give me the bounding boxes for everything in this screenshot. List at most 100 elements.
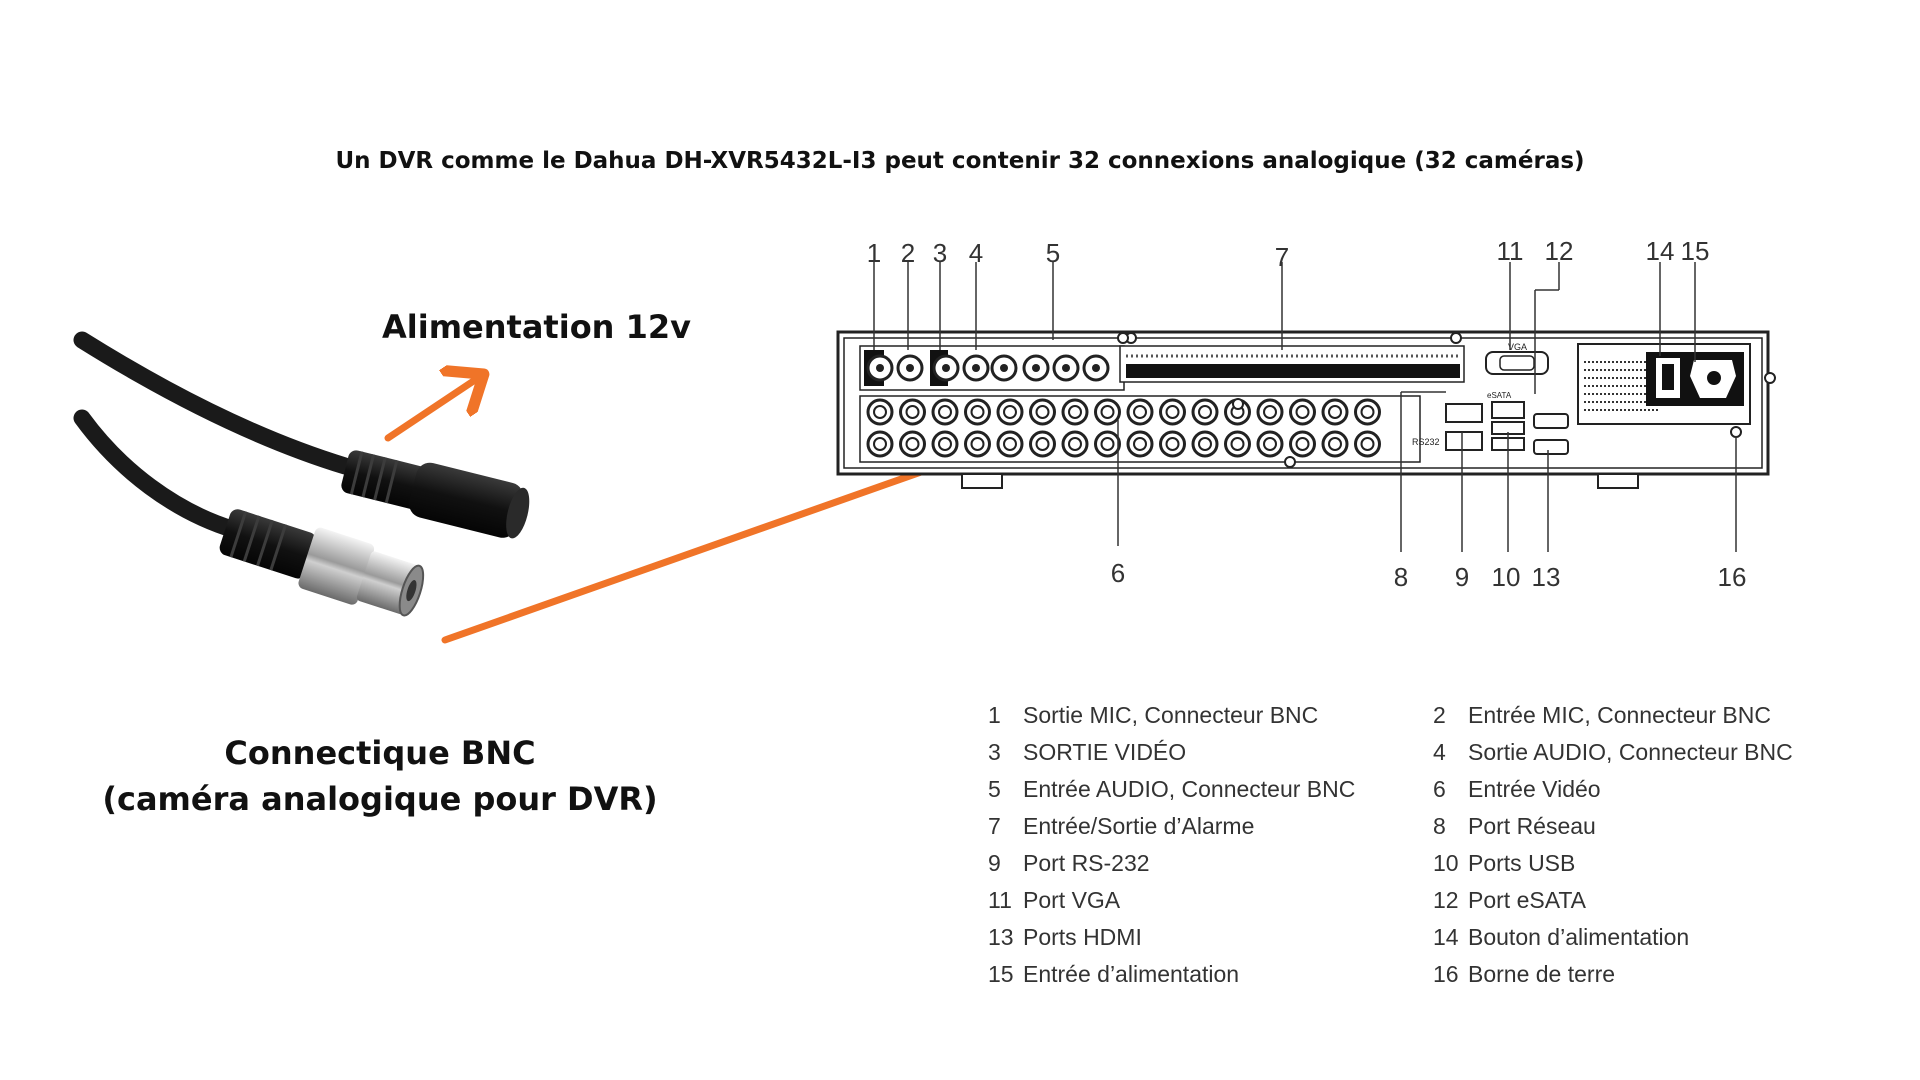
video-input-bnc [998,432,1022,456]
legend-text: Sortie MIC, Connecteur BNC [1023,702,1318,729]
video-input-bnc [1128,432,1152,456]
video-input-bnc [1291,432,1315,456]
callout-11: 11 [1497,236,1524,266]
dc-power-plug [338,443,534,543]
video-input-bnc [901,400,925,424]
legend-number: 7 [988,813,1023,840]
video-input-bnc [1096,400,1120,424]
video-input-bnc [1226,432,1250,456]
legend-number: 5 [988,776,1023,803]
video-input-bnc [966,400,990,424]
video-input-bnc [933,400,957,424]
video-input-bnc [1128,400,1152,424]
video-input-bnc [1063,432,1087,456]
legend-text: Entrée AUDIO, Connecteur BNC [1023,776,1355,803]
port-legend: 1Sortie MIC, Connecteur BNC2Entrée MIC, … [988,702,1888,988]
dvr-rear-panel: RS232 eSATA VGA [838,236,1775,592]
callout-13: 13 [1532,562,1561,592]
rs232-label: RS232 [1412,437,1440,447]
legend-text: Bouton d’alimentation [1468,924,1689,951]
callout-2: 2 [901,238,915,268]
callout-15: 15 [1681,236,1710,266]
legend-item: 16Borne de terre [1433,961,1878,988]
video-input-bnc [1161,432,1185,456]
video-input-bnc [1193,400,1217,424]
legend-number: 6 [1433,776,1468,803]
legend-number: 9 [988,850,1023,877]
legend-text: Entrée d’alimentation [1023,961,1239,988]
video-input-bnc [1096,432,1120,456]
bnc-plug [215,500,430,624]
callout-12: 12 [1545,236,1574,266]
callout-4: 4 [969,238,983,268]
power-arrow [388,378,478,438]
video-input-bnc [933,432,957,456]
callout-3: 3 [933,238,947,268]
video-input-bnc [901,432,925,456]
video-input-bnc [998,400,1022,424]
video-input-bnc [868,432,892,456]
legend-text: Entrée MIC, Connecteur BNC [1468,702,1771,729]
legend-number: 8 [1433,813,1468,840]
video-input-bnc [1356,400,1380,424]
video-input-bnc [1161,400,1185,424]
legend-number: 15 [988,961,1023,988]
legend-text: Ports HDMI [1023,924,1142,951]
legend-number: 16 [1433,961,1468,988]
callout-1: 1 [867,238,881,268]
legend-text: SORTIE VIDÉO [1023,739,1186,766]
video-input-bnc [1063,400,1087,424]
video-input-bnc [1291,400,1315,424]
legend-text: Sortie AUDIO, Connecteur BNC [1468,739,1793,766]
vga-label: VGA [1508,342,1527,352]
video-input-bnc [1258,432,1282,456]
callout-10: 10 [1492,562,1521,592]
video-input-bnc [1323,400,1347,424]
legend-item: 12Port eSATA [1433,887,1878,914]
legend-number: 2 [1433,702,1468,729]
esata-label: eSATA [1487,391,1512,400]
legend-number: 14 [1433,924,1468,951]
legend-number: 1 [988,702,1023,729]
legend-text: Port RS-232 [1023,850,1150,877]
legend-text: Entrée Vidéo [1468,776,1601,803]
legend-text: Borne de terre [1468,961,1615,988]
callout-14: 14 [1646,236,1675,266]
legend-text: Port eSATA [1468,887,1586,914]
video-input-bnc [1258,400,1282,424]
video-input-bnc [868,400,892,424]
legend-number: 12 [1433,887,1468,914]
legend-number: 3 [988,739,1023,766]
legend-text: Ports USB [1468,850,1575,877]
callout-5: 5 [1046,238,1060,268]
legend-number: 10 [1433,850,1468,877]
legend-number: 4 [1433,739,1468,766]
legend-text: Port VGA [1023,887,1120,914]
callout-9: 9 [1455,562,1469,592]
callout-7: 7 [1275,242,1289,272]
video-input-bnc [1031,432,1055,456]
video-input-bnc [1031,400,1055,424]
legend-text: Port Réseau [1468,813,1596,840]
legend-number: 13 [988,924,1023,951]
callout-6: 6 [1111,558,1125,588]
callout-8: 8 [1394,562,1408,592]
callout-numbers-top: 1 2 3 4 5 7 11 12 14 15 [867,236,1710,272]
video-input-bnc [1323,432,1347,456]
callout-numbers-bottom: 6 8 9 10 13 16 [1111,558,1747,592]
legend-text: Entrée/Sortie d’Alarme [1023,813,1254,840]
video-input-bnc [1356,432,1380,456]
callout-16: 16 [1718,562,1747,592]
